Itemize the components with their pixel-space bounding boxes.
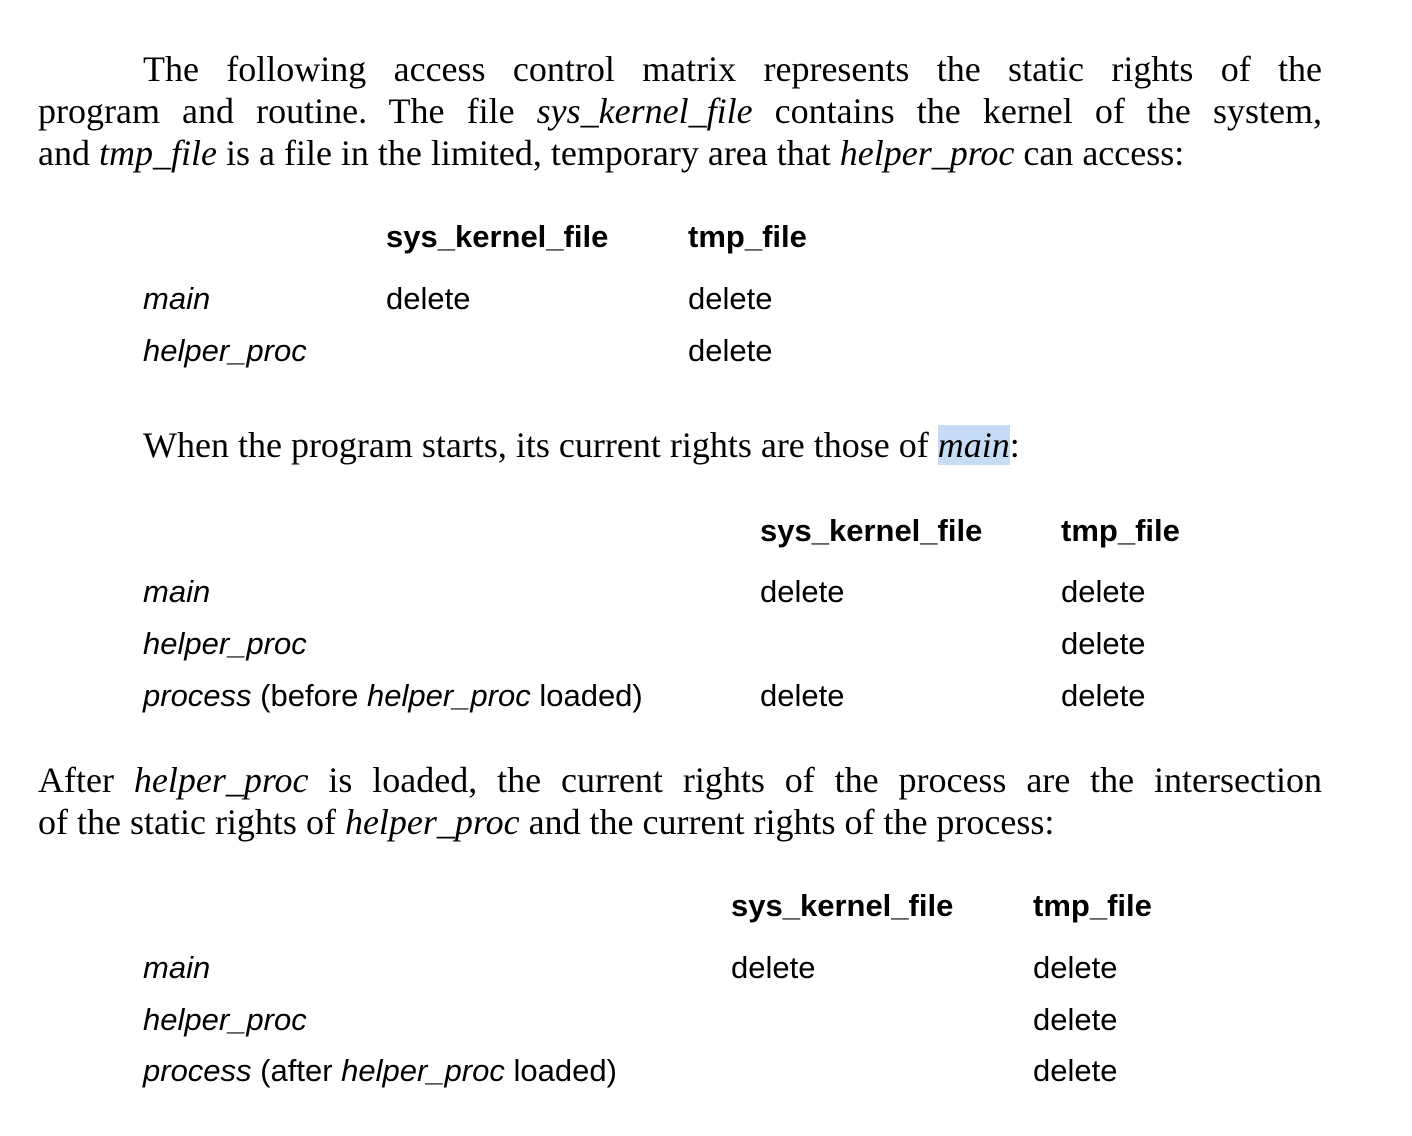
table2-header-sys-kernel-file: sys_kernel_file	[760, 513, 983, 548]
intro-line-3: and tmp_file is a file in the limited, t…	[38, 133, 1185, 173]
table2-cell: delete	[760, 574, 845, 609]
table3-row-label-helper-proc: helper_proc	[143, 1002, 307, 1037]
table2-row-label-helper-proc: helper_proc	[143, 626, 307, 661]
program-start-sentence: When the program starts, its current rig…	[143, 425, 1020, 465]
table3-header-tmp-file: tmp_file	[1033, 888, 1152, 923]
table2-cell: delete	[760, 678, 845, 713]
intro-line-1: The following access control matrix repr…	[143, 49, 1322, 89]
after-line-2: of the static rights of helper_proc and …	[38, 802, 1055, 842]
after-loaded-paragraph: After helper_proc is loaded, the current…	[38, 759, 1322, 843]
table2-cell: delete	[1061, 626, 1146, 661]
table3-row-label-process-after: process (after helper_proc loaded)	[143, 1053, 617, 1088]
selected-text-main[interactable]: main	[937, 425, 1010, 465]
file-name-tmp: tmp_file	[98, 133, 217, 173]
table1-row-label-main: main	[143, 281, 211, 316]
intro-paragraph: The following access control matrix repr…	[38, 48, 1322, 174]
table3-cell: delete	[1033, 950, 1118, 985]
table2-cell: delete	[1061, 574, 1146, 609]
table1-header-tmp-file: tmp_file	[688, 219, 807, 254]
table3-cell: delete	[1033, 1002, 1118, 1037]
table2-header-tmp-file: tmp_file	[1061, 513, 1180, 548]
table1-header-sys-kernel-file: sys_kernel_file	[386, 219, 609, 254]
table3-header-sys-kernel-file: sys_kernel_file	[731, 888, 954, 923]
table3-row-label-main: main	[143, 950, 211, 985]
table2-row-label-process-before: process (before helper_proc loaded)	[143, 678, 643, 713]
table2-row-label-main: main	[143, 574, 211, 609]
table1-cell: delete	[688, 333, 773, 368]
table1-cell: delete	[386, 281, 471, 316]
table3-cell: delete	[1033, 1053, 1118, 1088]
after-line-1: After helper_proc is loaded, the current…	[38, 760, 1322, 800]
table3-cell: delete	[731, 950, 816, 985]
intro-line-2: program and routine. The file sys_kernel…	[38, 91, 1322, 131]
routine-name-helper-proc: helper_proc	[839, 133, 1015, 173]
file-name-sys-kernel: sys_kernel_file	[536, 91, 753, 131]
table1-row-label-helper-proc: helper_proc	[143, 333, 307, 368]
table2-cell: delete	[1061, 678, 1146, 713]
table1-cell: delete	[688, 281, 773, 316]
